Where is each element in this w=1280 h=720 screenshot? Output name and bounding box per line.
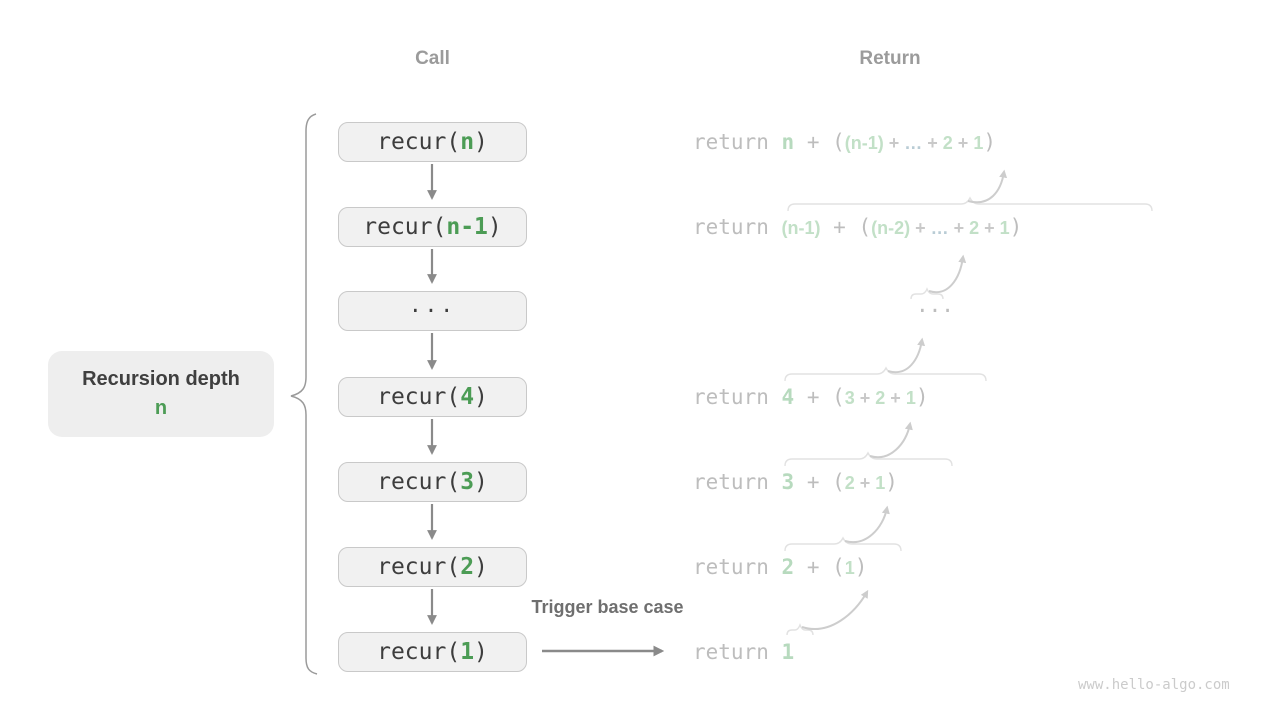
trigger-base-case-label: Trigger base case <box>531 597 684 617</box>
arrow-up-icon <box>887 337 926 374</box>
call-box-label: recur( <box>377 554 461 580</box>
call-box-label: ) <box>474 469 488 495</box>
arrow-up-icon <box>844 505 890 544</box>
call-box: recur(3) <box>338 462 527 502</box>
return-token: + <box>948 218 970 238</box>
call-box: recur(n-1) <box>338 207 527 247</box>
return-token: … <box>930 218 949 238</box>
call-box-label: recur( <box>377 384 461 410</box>
call-box-label: ) <box>474 639 488 665</box>
call-box-label: ) <box>474 384 488 410</box>
call-box-label: recur( <box>377 639 461 665</box>
return-token: ) <box>885 470 898 494</box>
call-box: recur(1) <box>338 632 527 672</box>
return-expression: return 4 + (3 + 2 + 1) <box>693 382 928 412</box>
return-token: ) <box>854 555 868 579</box>
return-expression: return (n-1) + ((n-2) + … + 2 + 1) <box>693 212 1022 242</box>
call-box-label: 2 <box>460 554 475 580</box>
recursion-depth-brace <box>290 113 318 675</box>
call-box-ellipsis: ··· <box>338 291 527 331</box>
return-token: return <box>693 385 782 409</box>
return-token: return <box>693 130 782 154</box>
return-token: (n-1) <box>781 218 821 238</box>
return-token: return <box>693 470 782 494</box>
arrow-up-icon <box>801 589 869 630</box>
arrow-up-icon <box>967 169 1008 204</box>
return-token: + ( <box>794 555 845 579</box>
return-token: n <box>781 130 795 154</box>
return-token: 1 <box>781 640 795 664</box>
call-box-label: recur( <box>363 214 447 240</box>
call-column-header: Call <box>415 48 450 69</box>
recursion-depth-label: Recursion depth n <box>48 351 274 437</box>
return-token: (n-2) <box>871 218 911 238</box>
return-token: ··· <box>916 299 954 323</box>
call-box: recur(4) <box>338 377 527 417</box>
return-token: + ( <box>794 130 845 154</box>
return-token: (n-1) <box>844 133 884 153</box>
return-token: 2 <box>844 473 855 493</box>
return-token: 3 <box>781 470 795 494</box>
return-flow-arrows <box>801 169 1008 630</box>
return-token: 1 <box>905 388 916 408</box>
return-token: return <box>693 555 782 579</box>
return-token: return <box>693 640 782 664</box>
return-token: 2 <box>942 133 953 153</box>
call-box-label: ) <box>474 554 488 580</box>
call-box-label: 3 <box>460 469 475 495</box>
recursion-depth-value: n <box>154 397 168 419</box>
return-expression: return 2 + (1) <box>693 552 867 582</box>
call-box-label: ) <box>487 214 502 240</box>
ellipsis-label: ··· <box>409 299 456 323</box>
return-expression: ··· <box>916 296 954 326</box>
return-token: + ( <box>820 215 872 239</box>
return-token: + <box>952 133 974 153</box>
call-box-label: n-1 <box>446 214 488 240</box>
return-token: + <box>922 133 943 153</box>
return-token: 2 <box>875 388 886 408</box>
arrow-up-icon <box>869 421 913 459</box>
call-box-label: recur( <box>377 469 461 495</box>
call-box-label: 1 <box>460 639 475 665</box>
arrow-up-icon <box>928 254 967 294</box>
return-token: 1 <box>875 473 886 493</box>
return-token: 1 <box>844 558 855 578</box>
return-token: + <box>854 388 876 408</box>
call-box: recur(n) <box>338 122 527 162</box>
return-token: + <box>885 388 906 408</box>
return-token: + <box>979 218 1000 238</box>
call-box-label: 4 <box>460 384 475 410</box>
call-box-label: n <box>460 129 475 155</box>
return-token: 2 <box>781 555 795 579</box>
return-token: 1 <box>999 218 1010 238</box>
return-token: … <box>904 133 923 153</box>
call-box-label: recur( <box>377 129 461 155</box>
recursion-depth-title: Recursion depth <box>82 368 240 390</box>
return-expression: return 3 + (2 + 1) <box>693 467 898 497</box>
return-token: 4 <box>781 385 795 409</box>
return-token: + ( <box>794 385 845 409</box>
return-token: 2 <box>969 218 980 238</box>
return-token: ) <box>1009 215 1023 239</box>
call-box: recur(2) <box>338 547 527 587</box>
return-overbraces <box>784 196 1153 636</box>
return-token: + <box>910 218 931 238</box>
return-column-header: Return <box>859 48 921 69</box>
return-token: ) <box>983 130 996 154</box>
call-box-label: ) <box>474 129 488 155</box>
watermark: www.hello-algo.com <box>1078 677 1230 693</box>
return-token: + ( <box>794 470 845 494</box>
return-expression: return 1 <box>693 637 794 667</box>
return-token: 1 <box>973 133 984 153</box>
return-token: + <box>883 133 905 153</box>
return-token: + <box>854 473 876 493</box>
return-token: return <box>693 215 782 239</box>
return-token: ) <box>915 385 929 409</box>
return-expression: return n + ((n-1) + … + 2 + 1) <box>693 127 996 157</box>
return-token: 3 <box>844 388 855 408</box>
